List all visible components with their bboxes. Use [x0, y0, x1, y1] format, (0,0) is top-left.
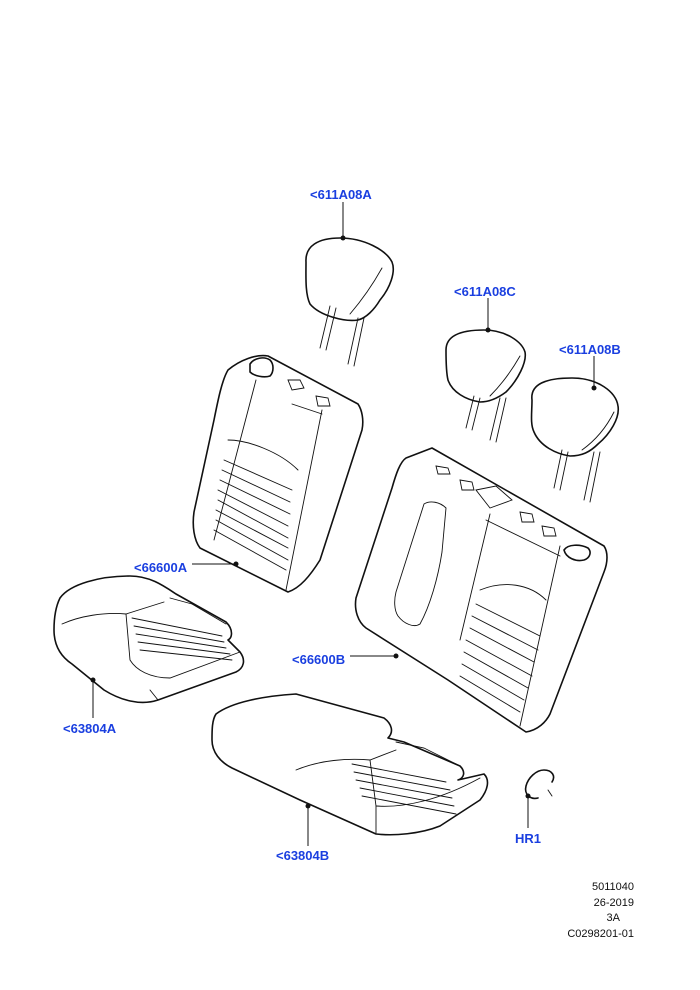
headrest-left-drawing: [305, 237, 395, 367]
callout-headrest-center[interactable]: <611A08C: [454, 284, 516, 299]
headrest-center-drawing: [445, 329, 527, 443]
date-code: 26-2019: [593, 896, 634, 909]
callout-cushion-right[interactable]: <63804B: [276, 848, 330, 863]
hog-ring-drawing: [524, 769, 555, 800]
revision-code: 3A: [606, 912, 620, 924]
illustration-number: 5011040: [591, 881, 634, 893]
backrest-left-drawing: [192, 354, 364, 593]
backrest-right-drawing: [354, 447, 608, 733]
callout-headrest-right[interactable]: <611A08B: [559, 342, 621, 357]
illustration-meta: 5011040 26-2019 3A C0298201-01: [567, 880, 634, 942]
callout-backrest-right[interactable]: <66600B: [292, 652, 346, 667]
part-code: C0298201-01: [567, 927, 634, 940]
callout-cushion-left[interactable]: <63804A: [63, 721, 117, 736]
leader-lines: [90, 202, 597, 846]
callout-hog-ring[interactable]: HR1: [515, 831, 542, 846]
headrest-right-drawing: [530, 377, 620, 503]
callout-headrest-left[interactable]: <611A08A: [310, 187, 372, 202]
cushion-right-drawing: [211, 693, 489, 836]
cushion-left-drawing: [53, 575, 245, 704]
callout-backrest-left[interactable]: <66600A: [134, 560, 188, 575]
